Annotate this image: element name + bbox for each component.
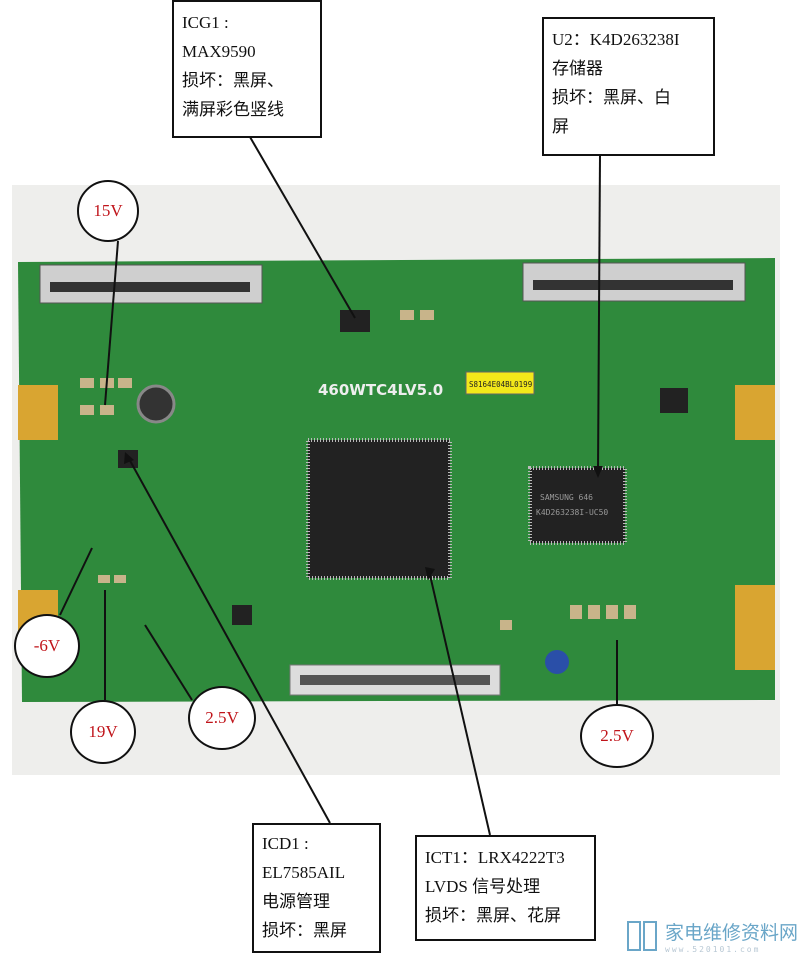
board-model-label: 460WTC4LV5.0 — [318, 381, 443, 399]
book-icon — [627, 921, 657, 951]
voltage-19v: 19V — [70, 700, 136, 764]
chip-icg1 — [340, 310, 370, 332]
callout-line: ICD1 : — [262, 834, 309, 853]
callout-line: ICG1 : — [182, 13, 229, 32]
callout-line: 电源管理 — [262, 892, 330, 911]
callout-line: 损坏：黑屏、白 — [552, 88, 671, 107]
callout-line: 存储器 — [552, 59, 603, 78]
callout-line: 屏 — [552, 117, 569, 136]
voltage-15v: 15V — [77, 180, 139, 242]
callout-icg1: ICG1 : MAX9590 损坏：黑屏、 满屏彩色竖线 — [172, 0, 322, 138]
chip-ict1 — [306, 438, 452, 580]
callout-line: EL7585AIL — [262, 863, 346, 882]
callout-line: MAX9590 — [182, 42, 256, 61]
gold-pad — [735, 585, 775, 670]
inductor — [136, 384, 176, 424]
capacitor — [545, 650, 569, 674]
gold-pad — [735, 385, 775, 440]
sticker-text: S8164E04BL0199 — [469, 380, 532, 389]
chip — [660, 388, 688, 413]
watermark-url: www.520101.com — [665, 945, 761, 954]
callout-u2: U2：K4D263238I 存储器 损坏：黑屏、白 屏 — [542, 17, 715, 156]
callout-line: 损坏：黑屏、 — [182, 71, 284, 90]
callout-line: U2：K4D263238I — [552, 30, 680, 49]
connector-slot — [300, 675, 490, 685]
leader-lines — [59, 136, 618, 836]
chip-u2-line2: K4D263238I-UC50 — [536, 508, 608, 517]
gold-pad — [18, 385, 58, 440]
callout-line: LVDS 信号处理 — [425, 877, 541, 896]
watermark-title: 家电维修资料网 — [665, 922, 799, 944]
callout-ict1: ICT1：LRX4222T3 LVDS 信号处理 损坏：黑屏、花屏 — [415, 835, 596, 941]
chip-u2-line1: SAMSUNG 646 — [540, 493, 593, 502]
callout-line: ICT1：LRX4222T3 — [425, 848, 565, 867]
callout-line: 满屏彩色竖线 — [182, 100, 284, 119]
callout-line: 损坏：黑屏 — [262, 921, 347, 940]
connector-slot — [533, 280, 733, 290]
connector-slot — [50, 282, 250, 292]
yellow-sticker — [465, 371, 535, 395]
voltage-neg6v: -6V — [14, 614, 80, 678]
voltage-2-5v-left: 2.5V — [188, 686, 256, 750]
chip — [232, 605, 252, 625]
callout-icd1: ICD1 : EL7585AIL 电源管理 损坏：黑屏 — [252, 823, 381, 953]
watermark-logo: 家电维修资料网 www.520101.com — [625, 918, 798, 954]
chip-u2 — [528, 466, 627, 545]
arrowheads — [124, 452, 603, 580]
voltage-2-5v-right: 2.5V — [580, 704, 654, 768]
callout-line: 损坏：黑屏、花屏 — [425, 906, 561, 925]
